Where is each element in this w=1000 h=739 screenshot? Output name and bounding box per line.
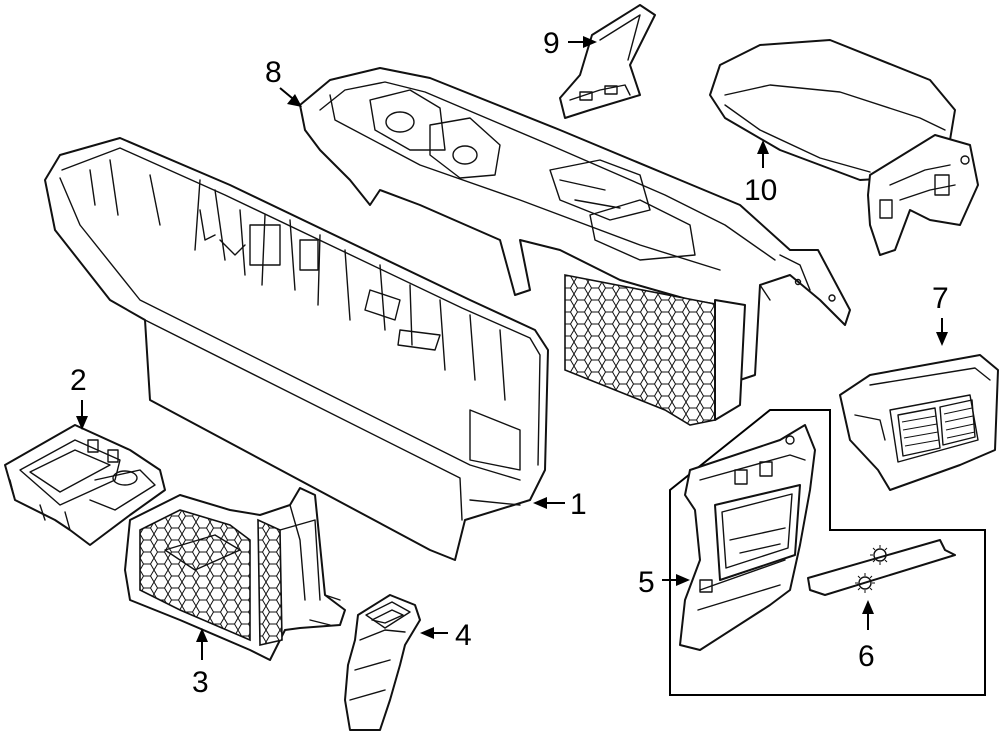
callout-8: 8: [265, 56, 282, 89]
part-7-rear-vent: [839, 354, 999, 491]
callout-7: 7: [932, 282, 949, 315]
part-2-cup-holder-base: [4, 424, 166, 546]
callout-numbers: 1 2 3 4 5 6 7 8 9 10: [70, 27, 949, 699]
callout-5: 5: [638, 566, 655, 599]
storage-net: [564, 274, 746, 426]
parts-group-box: [669, 409, 986, 696]
callout-2: 2: [70, 364, 87, 397]
callout-10: 10: [744, 174, 777, 207]
part-4-air-duct: [344, 594, 421, 731]
callout-3: 3: [192, 666, 209, 699]
part-3-console-bracket: [124, 487, 346, 661]
part-9-trim-piece: [559, 4, 656, 119]
part-1-console-body: [44, 137, 549, 561]
leader-lines: [76, 36, 948, 660]
part-5-rear-control-bezel: [679, 424, 816, 651]
callout-9: 9: [543, 27, 560, 60]
callout-6: 6: [858, 640, 875, 673]
callout-4: 4: [455, 619, 472, 652]
part-6-label-plate: [807, 539, 956, 596]
part-10-armrest: [709, 39, 979, 256]
callout-1: 1: [570, 488, 587, 521]
